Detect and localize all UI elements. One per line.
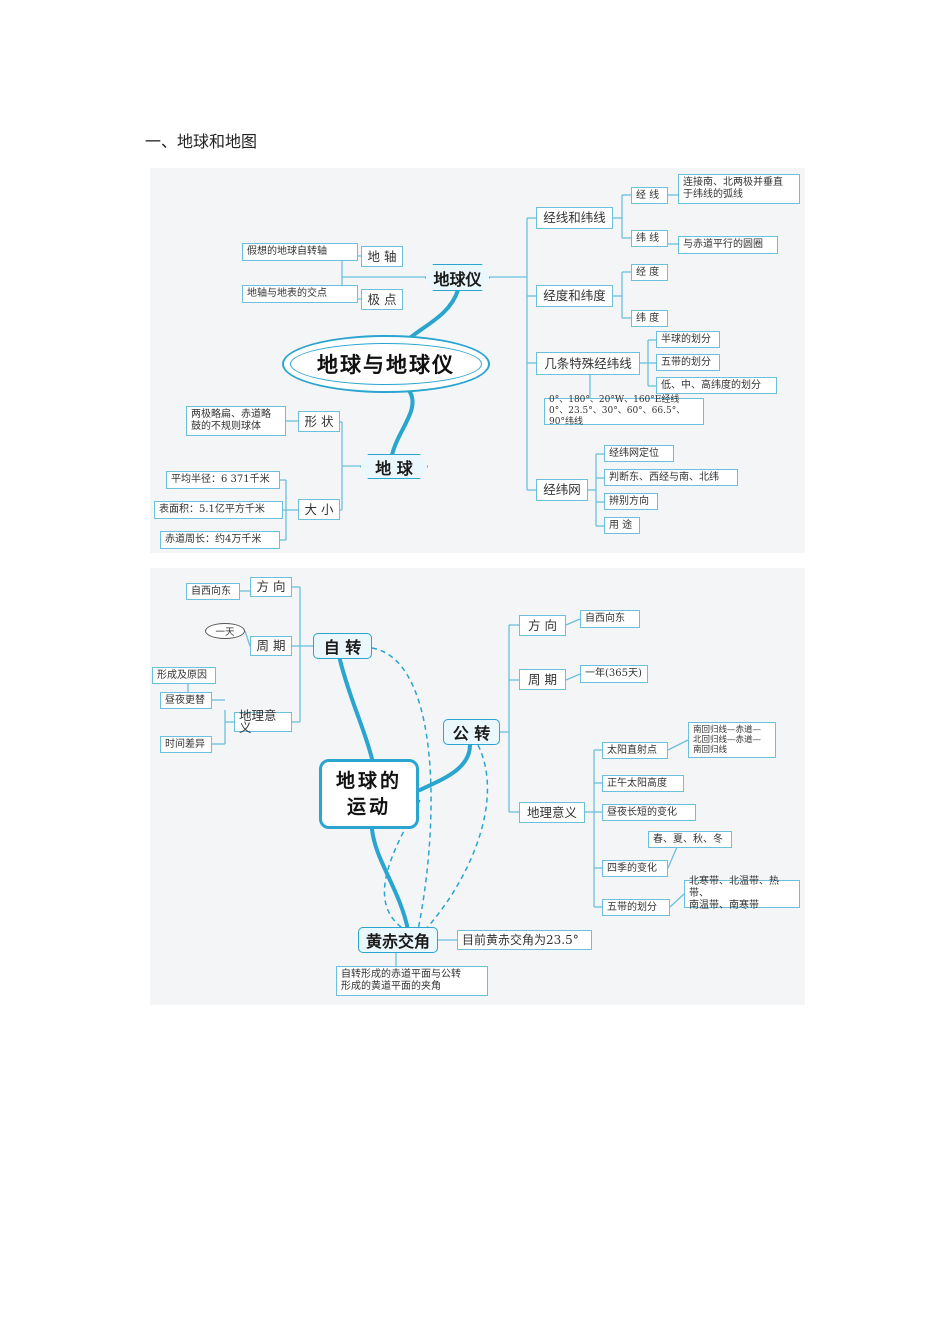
node-revolution-direction: 方 向	[519, 615, 566, 636]
node-degrees: 经度和纬度	[536, 285, 613, 307]
node-shape-desc: 两极略扁、赤道略 鼓的不规则球体	[186, 406, 286, 436]
node-meridian-desc: 连接南、北两极并垂直 于纬线的弧线	[678, 174, 800, 204]
node-revolution: 公 转	[443, 719, 500, 745]
node-grid-use: 用 途	[604, 517, 640, 534]
node-obliquity-desc: 自转形成的赤道平面与公转 形成的黄道平面的夹角	[336, 966, 488, 996]
node-day-night: 昼夜更替	[160, 692, 212, 709]
node-revolution-period-desc: 一年(365天)	[580, 665, 648, 683]
node-grid-locate: 经纬网定位	[604, 445, 674, 462]
section-heading: 一、地球和地图	[145, 132, 258, 151]
node-noon-sun-height: 正午太阳高度	[602, 775, 684, 792]
node-special-lines: 几条特殊经纬线	[536, 352, 640, 375]
node-globe-model: 地球仪	[425, 264, 490, 291]
node-rotation: 自 转	[313, 633, 372, 659]
node-seasons-desc: 春、夏、秋、冬	[648, 831, 732, 848]
node-obliquity: 黄赤交角	[358, 927, 438, 953]
node-earth-axis-desc: 假想的地球自转轴	[242, 243, 358, 261]
node-shape: 形 状	[298, 411, 340, 432]
node-day-length: 昼夜长短的变化	[602, 804, 696, 821]
center-node-motion-line1: 地球的	[335, 770, 402, 792]
node-subsolar-point: 太阳直射点	[602, 742, 668, 759]
node-seasons: 四季的变化	[602, 860, 668, 877]
node-climate-zones: 五带的划分	[656, 354, 720, 371]
node-time-difference: 时间差异	[160, 736, 212, 753]
node-graticule: 经纬网	[536, 479, 588, 501]
node-rotation-period: 周 期	[250, 636, 292, 656]
node-rotation-meaning: 地理意义	[234, 709, 292, 734]
node-obliquity-current: 目前黄赤交角为23.5°	[457, 930, 592, 950]
node-pole-desc: 地轴与地表的交点	[242, 285, 358, 303]
center-node-motion: 地球的 运动	[319, 759, 419, 829]
node-zones: 五带的划分	[602, 899, 670, 916]
node-hemisphere: 半球的划分	[656, 331, 720, 348]
node-latitude: 纬 度	[631, 310, 668, 327]
node-rotation-cause: 形成及原因	[152, 667, 216, 684]
node-rotation-direction-desc: 自西向东	[186, 583, 240, 600]
node-parallel-desc: 与赤道平行的圆圈	[678, 236, 778, 254]
node-rotation-direction: 方 向	[250, 577, 292, 597]
node-size: 大 小	[298, 499, 340, 520]
node-parallel: 纬 线	[631, 230, 668, 247]
node-earth-axis: 地 轴	[361, 246, 403, 267]
center-node-motion-line2: 运动	[346, 796, 391, 818]
node-special-values: 0°、180°、20°W、160°E经线 0°、23.5°、30°、60°、66…	[544, 395, 704, 427]
node-revolution-period: 周 期	[519, 669, 566, 690]
node-zones-desc: 北寒带、北温带、热带、 南温带、南寒带	[684, 876, 800, 911]
node-revolution-direction-desc: 自西向东	[580, 610, 640, 628]
node-longitude: 经 度	[631, 264, 668, 281]
node-latitude-levels: 低、中、高纬度的划分	[656, 377, 777, 394]
center-node-globe: 地球与地球仪	[282, 335, 490, 393]
node-lines: 经线和纬线	[536, 207, 613, 229]
node-grid-direction: 辨别方向	[604, 493, 658, 510]
node-rotation-period-desc: 一天	[205, 623, 245, 639]
node-grid-judge: 判断东、西经与南、北纬	[604, 469, 738, 486]
node-pole: 极 点	[361, 289, 403, 310]
node-radius: 平均半径：6 371千米	[166, 471, 280, 489]
node-meridian: 经 线	[631, 187, 668, 204]
node-equator: 赤道周长：约4万千米	[160, 531, 280, 549]
node-subsolar-desc: 南回归线—赤道— 北回归线—赤道— 南回归线	[688, 722, 776, 758]
node-earth: 地 球	[360, 454, 428, 479]
node-revolution-meaning: 地理意义	[519, 802, 585, 823]
node-surface-area: 表面积：5.1亿平方千米	[154, 501, 283, 519]
